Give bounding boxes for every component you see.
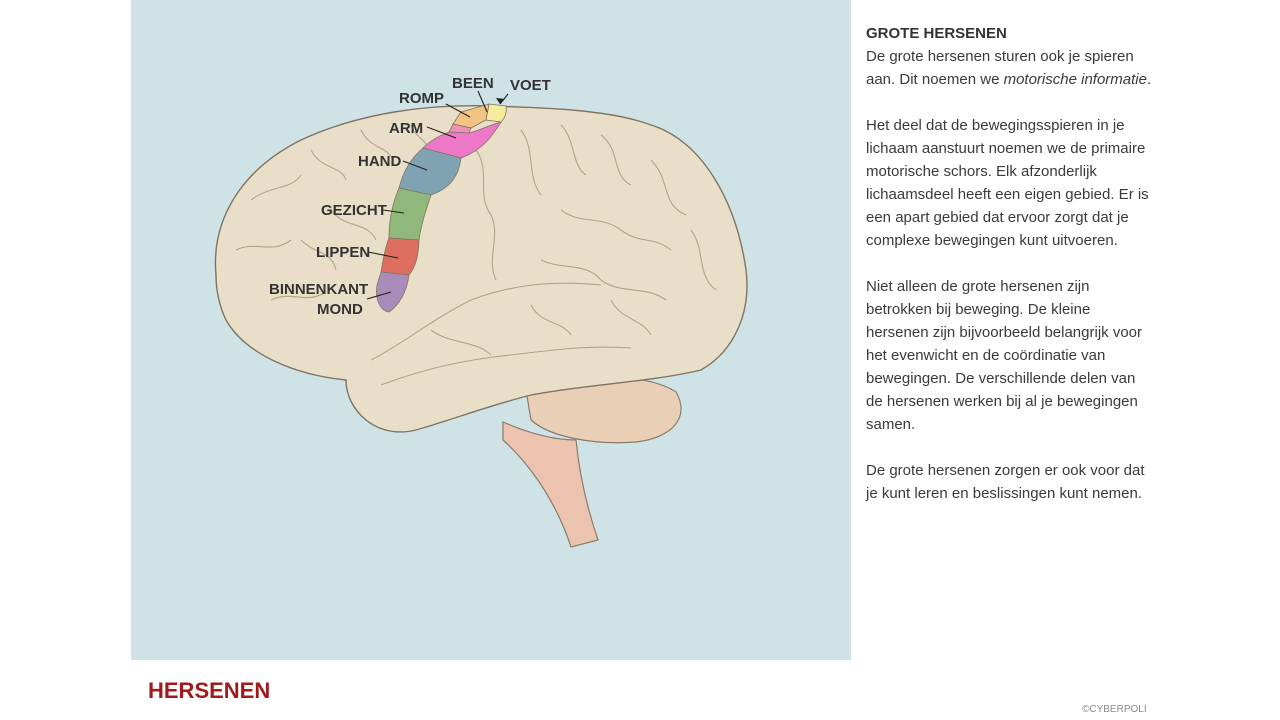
- motor-strip: [376, 103, 507, 313]
- brain-diagram: BEEN VOET ROMP ARM HAND GEZICHT LIPPEN B…: [214, 75, 748, 548]
- label-binnenkant: BINNENKANT: [269, 281, 368, 298]
- label-been: BEEN: [452, 75, 494, 92]
- section-heading: GROTE HERSENEN: [866, 25, 1007, 42]
- label-lippen: LIPPEN: [316, 244, 370, 261]
- label-gezicht: GEZICHT: [321, 202, 387, 219]
- region-mond: [376, 271, 410, 313]
- label-hand: HAND: [358, 153, 401, 170]
- paragraph-4: De grote hersenen zorgen er ook voor dat…: [866, 462, 1145, 502]
- paragraph-1-end: .: [1146, 71, 1152, 88]
- paragraph-3: Niet alleen de grote hersenen zijn betro…: [866, 278, 1142, 433]
- label-arm: ARM: [389, 120, 423, 137]
- brain-stem: [502, 421, 599, 548]
- paragraph-1: De grote hersenen sturen ook je spieren …: [866, 45, 1156, 91]
- gyri-lines: [235, 124, 717, 386]
- voet-arrow-head: [496, 98, 505, 104]
- paragraph-1-start: De grote hersenen sturen ook je spieren …: [866, 48, 1134, 88]
- region-arm: [422, 121, 502, 159]
- region-voet: [485, 103, 507, 123]
- paragraph-1-emphasis: motorische informatie: [1003, 71, 1147, 88]
- label-mond: MOND: [317, 301, 363, 318]
- cerebrum: [214, 105, 748, 433]
- label-romp: ROMP: [399, 90, 444, 107]
- copyright: ©CYBERPOLI: [1082, 704, 1147, 715]
- diagram-panel: BEEN VOET ROMP ARM HAND GEZICHT LIPPEN B…: [131, 0, 851, 660]
- label-voet: VOET: [510, 77, 551, 94]
- text-column: GROTE HERSENEN De grote hersenen sturen …: [866, 22, 1156, 528]
- paragraph-2: Het deel dat de bewegingsspieren in je l…: [866, 117, 1149, 249]
- page-title: HERSENEN: [148, 678, 271, 703]
